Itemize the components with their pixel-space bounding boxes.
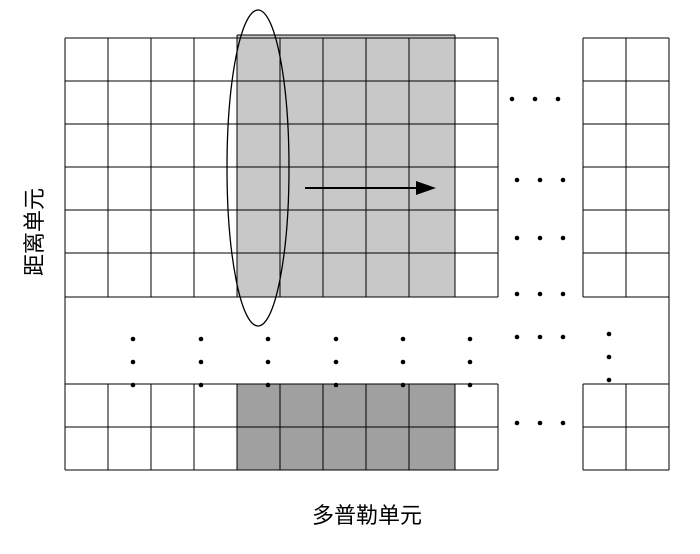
highlight-block-top [237,35,455,297]
ellipsis-dot [514,334,520,340]
ellipsis-dot [333,359,339,365]
ellipsis-dot [265,382,271,388]
ellipsis-dot [560,334,566,340]
ellipsis-dot [467,336,473,342]
range-axis-label: 距离单元 [23,188,48,276]
ellipsis-dot [537,291,543,297]
ellipsis-dot [130,336,136,342]
ellipsis-dot [606,377,612,383]
ellipsis-dot [537,235,543,241]
ellipsis-dot [198,336,204,342]
ellipsis-dot [467,382,473,388]
ellipsis-dot [265,336,271,342]
continuation-dots [130,96,612,426]
ellipsis-dot [606,331,612,337]
ellipsis-dot [333,382,339,388]
doppler-axis-label: 多普勒单元 [312,504,422,529]
ellipsis-dot [130,359,136,365]
ellipsis-dot [537,334,543,340]
ellipsis-dot [400,382,406,388]
ellipsis-dot [560,235,566,241]
ellipsis-dot [509,96,515,102]
ellipsis-dot [514,177,520,183]
window-ellipse [226,9,290,327]
ellipsis-dot [514,420,520,426]
ellipsis-dot [130,382,136,388]
ellipsis-dot [467,359,473,365]
ellipsis-dot [560,177,566,183]
grid-lines [64,34,670,471]
ellipsis-dot [532,96,538,102]
ellipsis-dot [400,336,406,342]
ellipsis-dot [606,354,612,360]
ellipsis-dot [560,291,566,297]
direction-arrow-icon [305,181,436,195]
ellipsis-dot [537,420,543,426]
ellipsis-dot [333,336,339,342]
ellipsis-dot [198,359,204,365]
ellipsis-dot [514,235,520,241]
ellipsis-dot [265,359,271,365]
ellipsis-dot [514,291,520,297]
ellipsis-dot [198,382,204,388]
ellipsis-dot [400,359,406,365]
ellipsis-dot [555,96,561,102]
ellipsis-dot [560,420,566,426]
ellipsis-dot [537,177,543,183]
